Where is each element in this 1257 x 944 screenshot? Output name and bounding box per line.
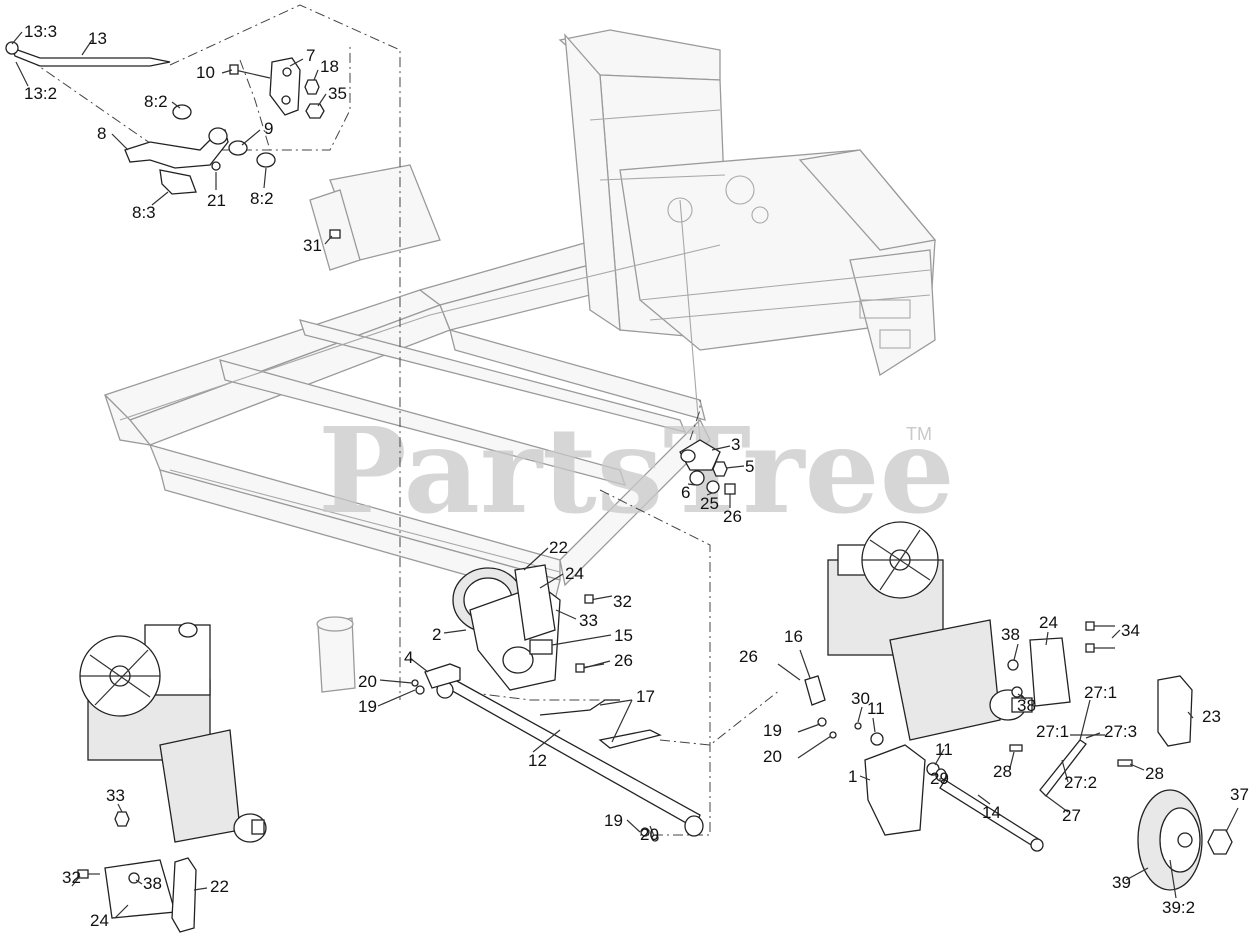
callout-l-15: 15: [614, 626, 633, 645]
callout-l-8-3: 8:3: [132, 203, 156, 222]
callout-l-35: 35: [328, 84, 347, 103]
callout-l-27-1b: 27:1: [1036, 722, 1069, 741]
callout-l-7: 7: [306, 46, 315, 65]
callout-l-12: 12: [528, 751, 547, 770]
watermark-text: PartsTree: [318, 401, 955, 540]
callout-l-19a: 19: [358, 697, 377, 716]
watermark-trademark: TM: [906, 424, 932, 444]
callout-l-27: 27: [1062, 806, 1081, 825]
callout-l-13-2: 13:2: [24, 84, 57, 103]
callout-l-26c: 26: [739, 647, 758, 666]
callout-l-13-3: 13:3: [24, 22, 57, 41]
callout-l-8-2b: 8:2: [250, 189, 274, 208]
callout-l-39: 39: [1112, 873, 1131, 892]
callout-l-27-1a: 27:1: [1084, 683, 1117, 702]
callout-l-4: 4: [404, 648, 413, 667]
callout-l-11b: 11: [935, 740, 953, 759]
right-transaxle: [777, 521, 1239, 899]
shaft-parts: [377, 657, 1044, 852]
callout-l-31: 31: [303, 236, 322, 255]
callout-l-29: 29: [930, 769, 949, 788]
callout-l-26a: 26: [723, 507, 742, 526]
callout-l-33b: 33: [106, 786, 125, 805]
callout-l-13: 13: [88, 29, 107, 48]
callout-l-39-2: 39:2: [1162, 898, 1195, 917]
callout-l-27-2: 27:2: [1064, 773, 1097, 792]
callout-l-22b: 22: [210, 877, 229, 896]
control-linkage-assembly: [5, 31, 341, 245]
callout-l-16: 16: [784, 627, 803, 646]
callout-l-32a: 32: [613, 592, 632, 611]
callout-l-19c: 19: [763, 721, 782, 740]
callout-l-24a: 24: [565, 564, 584, 583]
center-brake-assembly: [443, 547, 613, 691]
callout-l-26b: 26: [614, 651, 633, 670]
callout-l-10: 10: [196, 63, 215, 82]
callout-l-30: 30: [851, 689, 870, 708]
callout-l-5: 5: [745, 457, 754, 476]
callout-l-20a: 20: [358, 672, 377, 691]
callout-l-19b: 19: [604, 811, 623, 830]
callout-l-28b: 28: [1145, 764, 1164, 783]
callout-l-34: 34: [1121, 621, 1140, 640]
callout-l-20c: 20: [763, 747, 782, 766]
callout-l-3: 3: [731, 435, 740, 454]
chassis-frame: [103, 29, 937, 693]
callout-l-11a: 11: [867, 699, 885, 718]
callout-l-25: 25: [700, 494, 719, 513]
watermark: PartsTree TM: [318, 401, 955, 540]
callout-l-8-2a: 8:2: [144, 92, 168, 111]
callout-l-38a: 38: [1001, 625, 1020, 644]
callout-l-14: 14: [982, 803, 1001, 822]
callout-l-23: 23: [1202, 707, 1221, 726]
callout-l-22a: 22: [549, 538, 568, 557]
callout-l-1: 1: [848, 767, 857, 786]
callout-l-18: 18: [320, 57, 339, 76]
callout-l-37: 37: [1230, 785, 1249, 804]
callout-l-2: 2: [432, 625, 441, 644]
callout-l-38b: 38: [1017, 696, 1036, 715]
callout-l-33a: 33: [579, 611, 598, 630]
callout-l-38c: 38: [143, 874, 162, 893]
callout-l-6: 6: [681, 483, 690, 502]
callout-l-17: 17: [636, 687, 655, 706]
left-transaxle: [71, 622, 267, 933]
callout-l-20b: 20: [640, 825, 659, 844]
pivot-bracket-assembly: [679, 439, 745, 508]
callout-l-32b: 32: [62, 868, 81, 887]
callout-l-8: 8: [97, 124, 106, 143]
callout-l-28a: 28: [993, 762, 1012, 781]
callout-l-21: 21: [207, 191, 226, 210]
callout-l-24c: 24: [90, 911, 109, 930]
callout-l-9: 9: [264, 119, 273, 138]
callout-l-24b: 24: [1039, 613, 1058, 632]
callout-l-27-3: 27:3: [1104, 722, 1137, 741]
